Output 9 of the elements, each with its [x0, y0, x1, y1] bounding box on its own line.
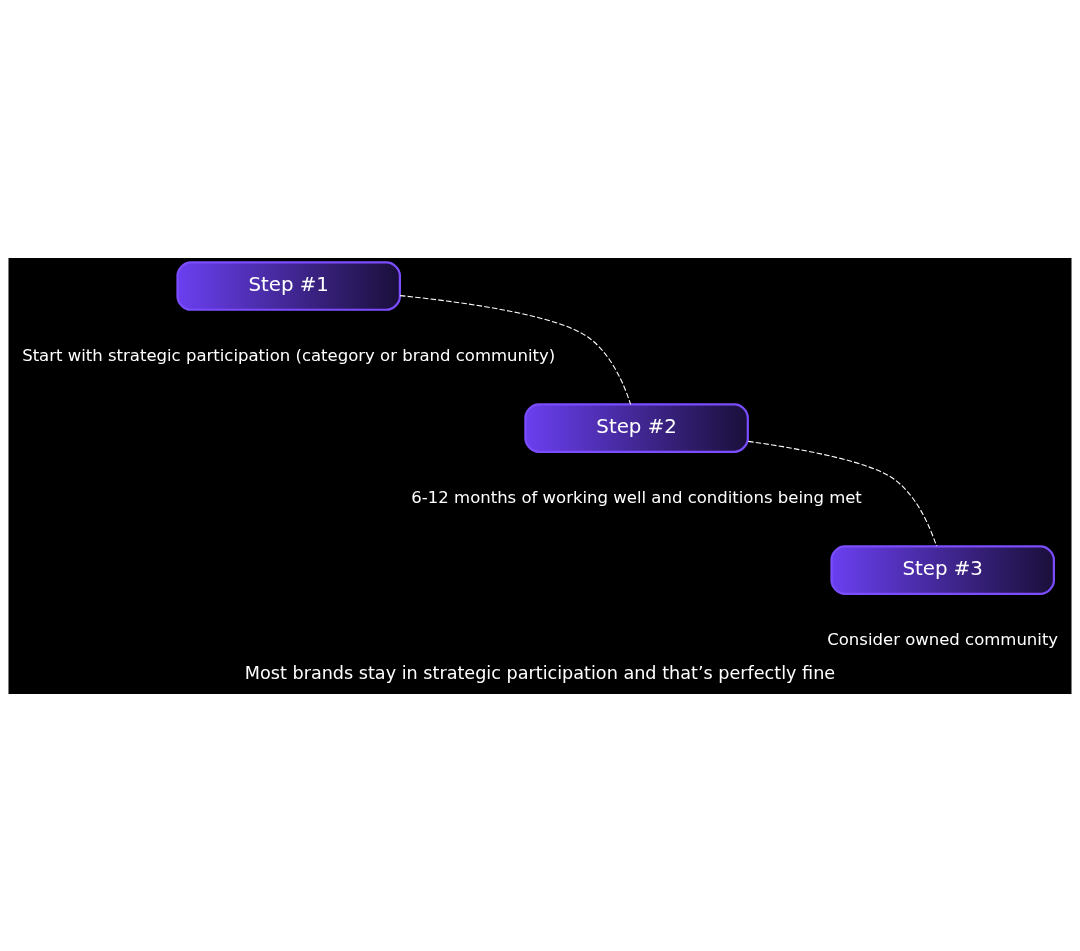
- node-label: 6-12 months of working well and conditions being met: [411, 487, 862, 507]
- connector: [399, 294, 632, 405]
- connector: [747, 440, 938, 547]
- node-box: Step #3: [830, 544, 1055, 595]
- caption: Most brands stay in strategic participation and that’s perfectly fine: [244, 662, 836, 683]
- node-label: Start with strategic participation (category or brand community): [22, 345, 556, 365]
- node-label: Consider owned community: [827, 629, 1059, 649]
- node-box: Step #1: [176, 260, 401, 311]
- node-box: Step #2: [524, 402, 749, 453]
